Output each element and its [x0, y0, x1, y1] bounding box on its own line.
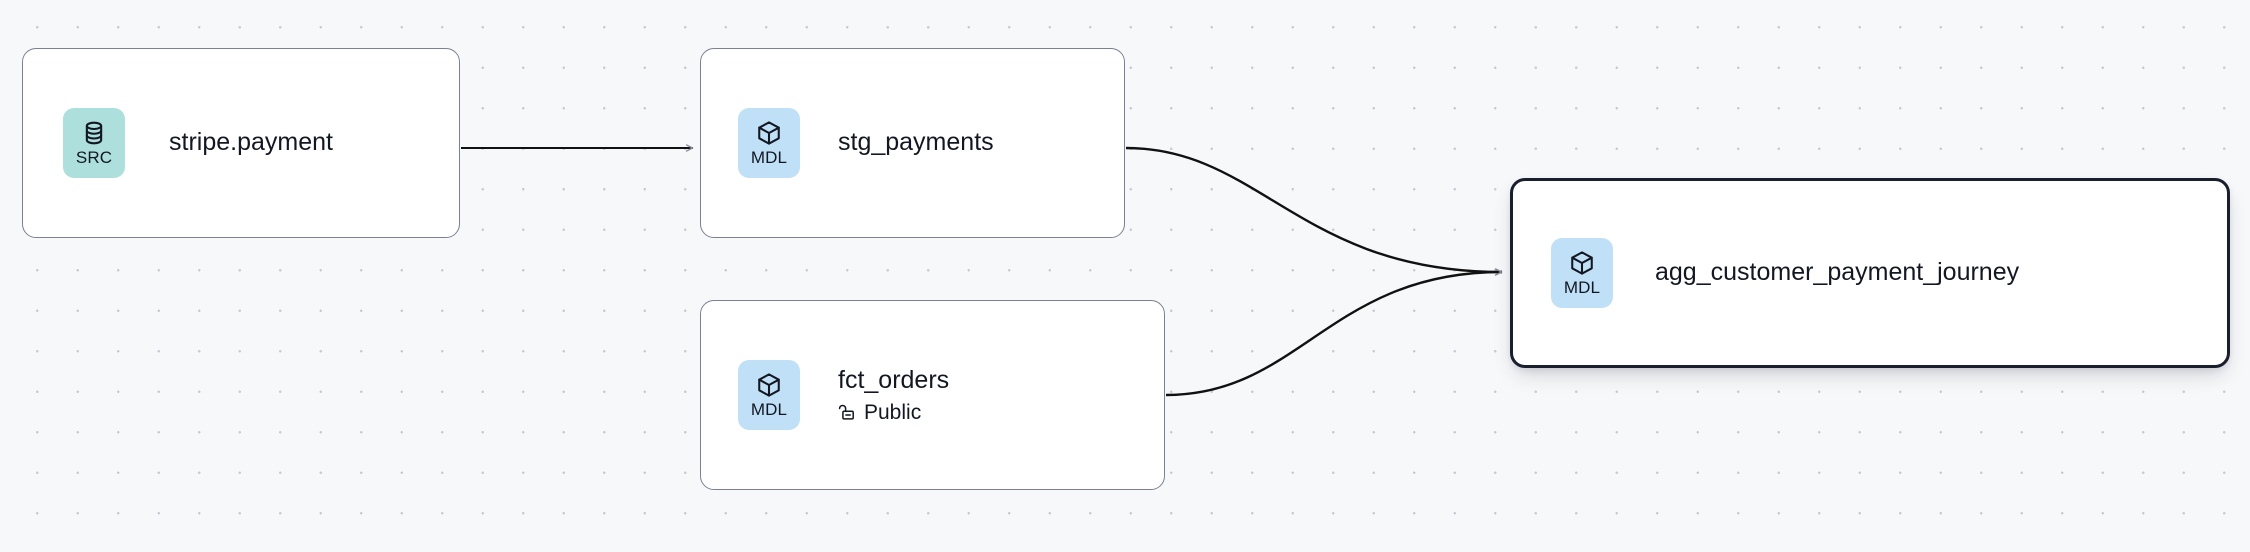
edge-fct-to-agg — [1165, 268, 1503, 397]
node-visibility-label: Public — [864, 401, 922, 425]
node-body: stg_payments — [838, 128, 994, 158]
cube-icon — [1569, 250, 1595, 276]
graph-node-stripe-payment[interactable]: SRC stripe.payment — [22, 48, 460, 238]
database-icon — [81, 120, 107, 146]
node-type-badge-src: SRC — [63, 108, 125, 178]
graph-node-fct-orders[interactable]: MDL fct_orders Public — [700, 300, 1165, 490]
node-type-badge-mdl: MDL — [738, 108, 800, 178]
node-body: agg_customer_payment_journey — [1655, 258, 2019, 288]
node-type-badge-label: MDL — [750, 148, 788, 167]
cube-icon — [756, 372, 782, 398]
graph-node-stg-payments[interactable]: MDL stg_payments — [700, 48, 1125, 238]
node-type-badge-mdl: MDL — [1551, 238, 1613, 308]
edge-stg-to-agg — [1125, 146, 1503, 276]
cube-icon — [756, 120, 782, 146]
node-type-badge-label: MDL — [1563, 278, 1601, 297]
node-title: agg_customer_payment_journey — [1655, 258, 2020, 287]
node-type-badge-mdl: MDL — [738, 360, 800, 430]
node-type-badge-label: MDL — [750, 400, 788, 419]
unlock-icon — [838, 403, 857, 422]
node-title: fct_orders — [838, 365, 950, 394]
node-body: stripe.payment — [169, 128, 333, 158]
graph-node-agg-customer-payment-journey[interactable]: MDL agg_customer_payment_journey — [1510, 178, 2230, 368]
node-type-badge-label: SRC — [75, 148, 113, 167]
node-visibility: Public — [838, 401, 949, 424]
node-title: stg_payments — [838, 128, 994, 157]
node-title: stripe.payment — [169, 128, 333, 157]
node-body: fct_orders Public — [838, 366, 949, 425]
